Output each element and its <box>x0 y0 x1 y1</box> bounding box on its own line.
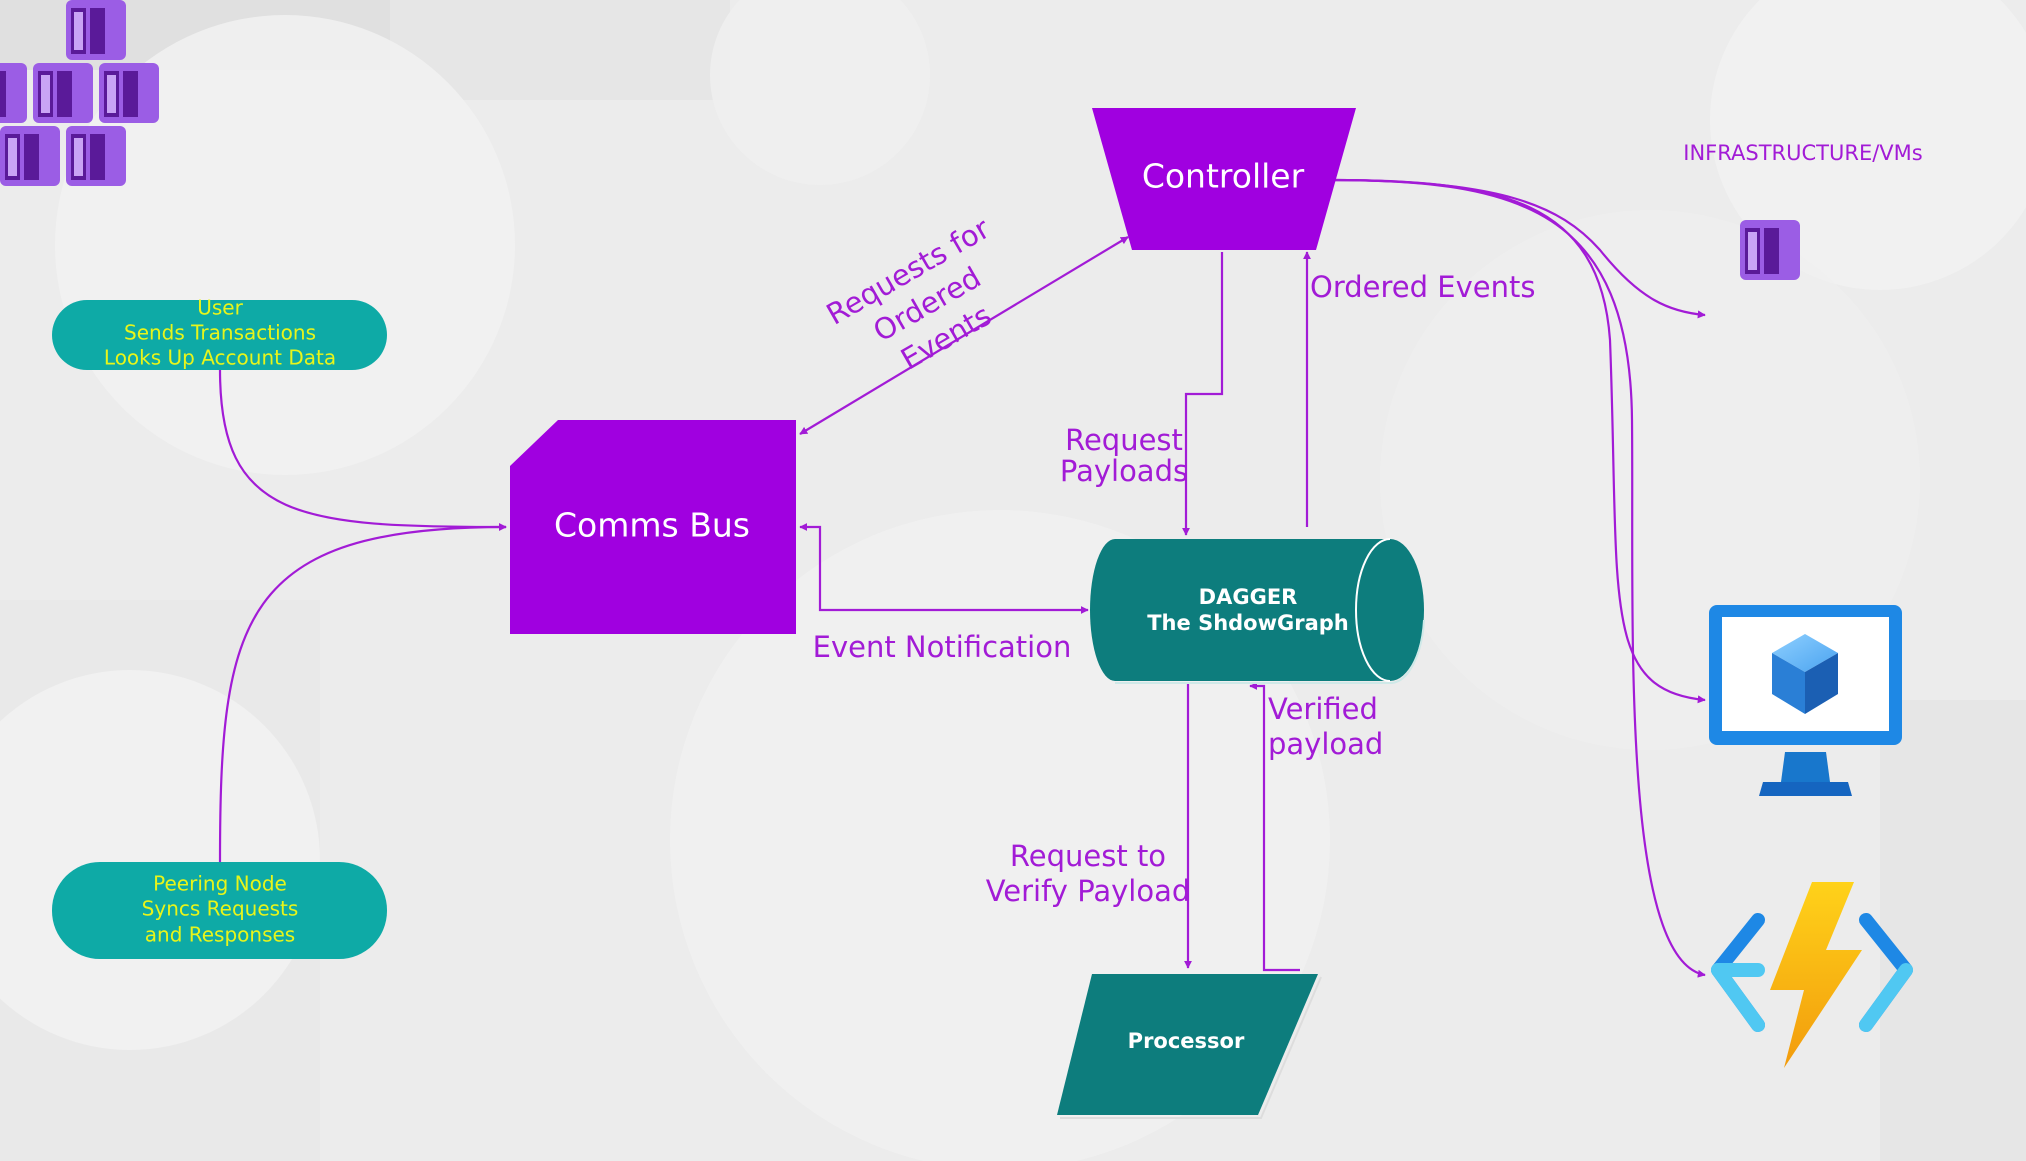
peering-node[interactable]: Peering Node Syncs Requests and Response… <box>52 862 387 959</box>
edge-event-notification <box>799 523 1089 614</box>
edge-user-to-comms-bus <box>218 369 507 531</box>
dagger-node[interactable]: DAGGER The ShdowGraph <box>1090 538 1425 684</box>
edge-peering-node-to-comms-bus <box>218 523 507 863</box>
user-line-3: Looks Up Account Data <box>104 346 336 370</box>
peering-node-line-3: and Responses <box>145 923 295 947</box>
infrastructure-title: INFRASTRUCTURE/VMs <box>1683 141 1922 165</box>
request-payloads-line-1: Request <box>1065 423 1183 457</box>
processor-node[interactable]: Processor <box>1057 974 1322 1119</box>
user-line-1: User <box>197 296 243 320</box>
request-to-verify-line-1: Request to <box>1010 839 1166 873</box>
connectors <box>218 178 1706 978</box>
edge-controller-to-function <box>1329 178 1706 978</box>
request-payloads-line-2: Payloads <box>1060 454 1188 488</box>
ordered-events-label: Ordered Events <box>1310 270 1535 304</box>
user-line-2: Sends Transactions <box>124 321 316 345</box>
dagger-subtitle: The ShdowGraph <box>1147 611 1349 635</box>
edge-processor-to-dagger <box>1249 682 1300 972</box>
event-notification-label: Event Notification <box>813 630 1072 664</box>
request-to-verify-line-2: Verify Payload <box>986 874 1191 908</box>
controller-node[interactable]: Controller <box>1092 108 1356 250</box>
dagger-title: DAGGER <box>1199 585 1298 609</box>
peering-node-line-2: Syncs Requests <box>142 897 299 921</box>
function-app-icon <box>1711 882 1913 1068</box>
comms-bus-node[interactable]: Comms Bus <box>510 420 796 634</box>
edge-comms-bus-controller <box>799 236 1129 435</box>
user-node[interactable]: User Sends Transactions Looks Up Account… <box>52 296 387 371</box>
peering-node-line-1: Peering Node <box>153 872 287 896</box>
virtual-machine-icon <box>1709 605 1902 796</box>
processor-label: Processor <box>1128 1029 1245 1053</box>
edge-controller-to-dagger <box>1182 252 1224 536</box>
controller-label: Controller <box>1142 157 1305 196</box>
edge-label-requests-for-ordered-events: Requests for Ordered Events <box>821 211 997 376</box>
comms-bus-label: Comms Bus <box>554 506 750 545</box>
verified-payload-line-2: payload <box>1268 727 1383 761</box>
kubernetes-cluster-icon <box>0 0 1800 280</box>
verified-payload-line-1: Verified <box>1268 692 1378 726</box>
